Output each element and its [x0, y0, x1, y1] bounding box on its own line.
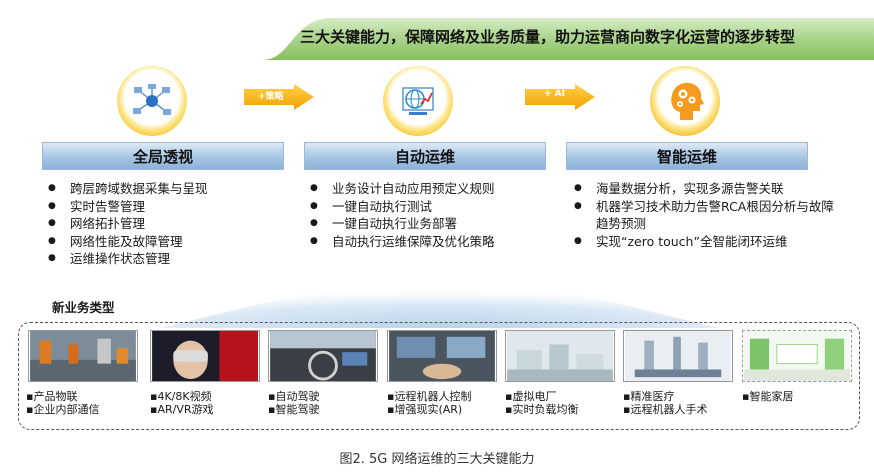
- robot-control-photo: [387, 330, 497, 382]
- brain-gears-icon: [650, 66, 720, 136]
- list-item: 网络性能及故障管理: [44, 233, 294, 251]
- list-item: 机器学习技术助力告警RCA根因分析与故障趋势预测: [570, 198, 840, 233]
- vr-headset-photo: [150, 330, 260, 382]
- list-item: 实现“zero touch”全智能闭环运维: [570, 233, 840, 251]
- column-list-global: 跨层跨域数据采集与呈现 实时告警管理 网络拓扑管理 网络性能及故障管理 运维操作…: [44, 180, 294, 268]
- list-item: 网络拓扑管理: [44, 215, 294, 233]
- arrow-strategy-label: +策略: [258, 92, 284, 102]
- network-nodes-icon: [117, 66, 187, 136]
- smart-home-photo: [742, 330, 852, 382]
- virtual-power-plant-photo: [505, 330, 615, 382]
- list-item: 一键自动执行测试: [306, 198, 556, 216]
- column-list-auto-ops: 业务设计自动应用预定义规则 一键自动执行测试 一键自动执行业务部署 自动执行运维…: [306, 180, 556, 250]
- new-business-title: 新业务类型: [52, 300, 115, 315]
- column-title: 智能运维: [656, 147, 717, 166]
- business-group-driving: ▪自动驾驶 ▪智能驾驶: [268, 390, 320, 416]
- arrow-ai-shape: [525, 84, 595, 110]
- list-item: 业务设计自动应用预定义规则: [306, 180, 556, 198]
- banner-title: 三大关键能力，保障网络及业务质量，助力运营商向数字化运营的逐步转型: [300, 28, 796, 46]
- banner-shape: [262, 18, 874, 60]
- column-list-smart-ops: 海量数据分析，实现多源告警关联 机器学习技术助力告警RCA根因分析与故障趋势预测…: [570, 180, 840, 250]
- arrow-strategy-shape: [244, 84, 314, 110]
- business-group-video: ▪4K/8K视频 ▪AR/VR游戏: [150, 390, 214, 416]
- new-business-box: [18, 322, 860, 430]
- car-cockpit-photo: [268, 330, 378, 382]
- column-title: 全局透视: [132, 147, 193, 166]
- column-header-global: 全局透视: [42, 142, 284, 170]
- business-group-iot: ▪产品物联 ▪企业内部通信: [26, 390, 100, 416]
- list-item: 海量数据分析，实现多源告警关联: [570, 180, 840, 198]
- column-header-auto-ops: 自动运维: [304, 142, 546, 170]
- factory-photo: [28, 330, 138, 382]
- column-header-smart-ops: 智能运维: [566, 142, 808, 170]
- business-group-home: ▪智能家居: [742, 390, 794, 403]
- business-group-power: ▪虚拟电厂 ▪实时负载均衡: [505, 390, 579, 416]
- business-group-robot-ar: ▪远程机器人控制 ▪增强现实(AR): [387, 390, 472, 416]
- list-item: 一键自动执行业务部署: [306, 215, 556, 233]
- list-item: 运维操作状态管理: [44, 250, 294, 268]
- list-item: 实时告警管理: [44, 198, 294, 216]
- figure-caption: 图2. 5G 网络运维的三大关键能力: [339, 452, 535, 467]
- business-group-medical: ▪精准医疗 ▪远程机器人手术: [623, 390, 708, 416]
- list-item: 自动执行运维保障及优化策略: [306, 233, 556, 251]
- list-item: 跨层跨域数据采集与呈现: [44, 180, 294, 198]
- arrow-ai-label: + AI: [544, 89, 565, 99]
- globe-chart-icon: [383, 66, 453, 136]
- column-title: 自动运维: [394, 147, 455, 166]
- medical-robot-photo: [623, 330, 733, 382]
- glow-arch-shape: [160, 274, 720, 328]
